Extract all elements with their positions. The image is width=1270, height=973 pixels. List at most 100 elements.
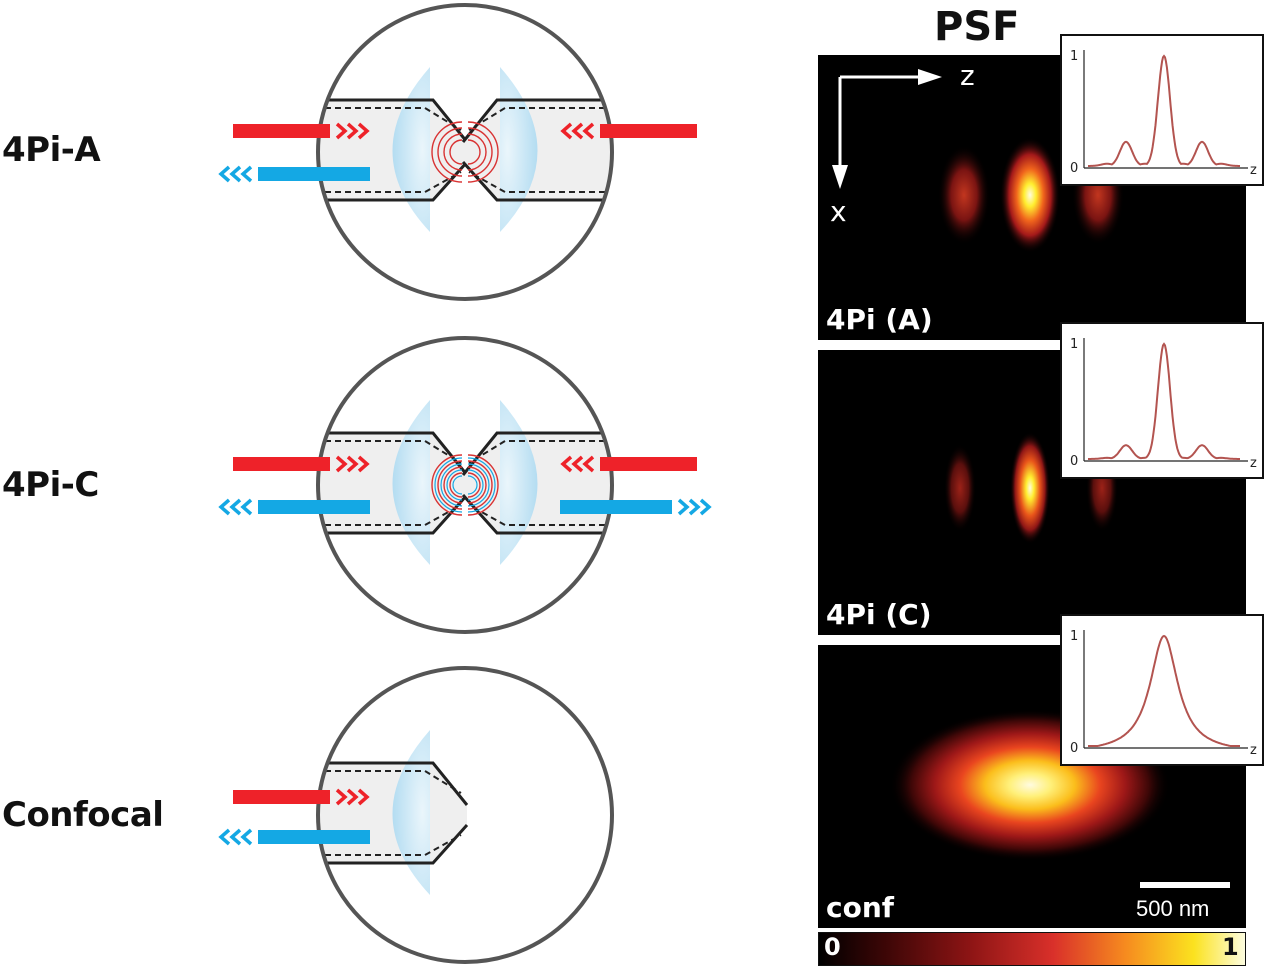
detection-beam (258, 830, 370, 844)
detection-arc (467, 457, 496, 513)
inset-axis-z: z (1250, 163, 1257, 178)
detection-beam-right-head (688, 498, 701, 516)
panel-label-4pi-c: 4Pi (C) (826, 598, 932, 631)
sample-circle (316, 3, 614, 301)
illumination-beam (233, 790, 330, 804)
detection-arc (467, 463, 490, 507)
detection-beam-right-head (699, 498, 712, 516)
detection-beam-left-head (240, 165, 253, 183)
illumination-beam-left-head (335, 455, 348, 473)
wavefront-arc (443, 133, 463, 171)
detection-arc (440, 463, 463, 507)
wavefront-arc (467, 139, 481, 165)
wavefront-arc (431, 121, 463, 183)
inset-tick-zero: 0 (1070, 454, 1078, 469)
psf-title: PSF (934, 4, 1020, 50)
detection-beam-left-head (229, 498, 242, 516)
row-label-confocal: Confocal (2, 795, 164, 835)
profile-curve (1088, 634, 1240, 747)
illumination-beam-right (600, 457, 697, 471)
wavefront-arc (467, 466, 487, 504)
inset-tick-zero: 0 (1070, 161, 1078, 176)
detection-arc (434, 457, 463, 513)
detection-beam-left-head (240, 498, 253, 516)
illumination-beam-right-head (560, 455, 573, 473)
scale-bar-label: 500 nm (1136, 896, 1210, 921)
colorbar (818, 932, 1246, 966)
wavefront-arc (467, 472, 481, 498)
detection-beam-head (240, 828, 253, 846)
row-label-4pi-c: 4Pi-C (2, 465, 99, 505)
illumination-beam-left-head (335, 122, 348, 140)
sample-circle (316, 666, 614, 964)
diagram-4pi-a (218, 3, 697, 301)
inset-axis-z: z (1250, 456, 1257, 471)
objective-outline (318, 98, 469, 143)
profile-inset-4pi-c: 1 0 z (1060, 322, 1264, 479)
lens-left (392, 730, 430, 895)
illumination-beam-left (233, 457, 330, 471)
axis-label-x: x (830, 195, 847, 228)
wavefront-arc (443, 466, 463, 504)
inset-tick-zero: 0 (1070, 741, 1078, 756)
illumination-beam-right-head (571, 122, 584, 140)
objective-outline (318, 761, 469, 806)
wavefront-arc (467, 460, 493, 510)
wavefront-arc (467, 121, 499, 183)
objective-right (461, 67, 612, 232)
profile-curve (1088, 342, 1240, 460)
row-label-4pi-a: 4Pi-A (2, 130, 101, 170)
wavefront-arc (467, 127, 493, 177)
detection-beam-left-head (218, 165, 231, 183)
wavefront-arc (431, 454, 463, 516)
panel-divider (818, 340, 1246, 350)
illumination-beam-right-head (560, 122, 573, 140)
illumination-beam-right-head (571, 455, 584, 473)
illumination-beam-left-head (346, 122, 359, 140)
psf-panel-4pi-c: 4Pi (C) (818, 350, 1246, 635)
beam-outline (468, 171, 612, 193)
schematics-diagram (218, 3, 712, 964)
beam-outline (318, 107, 462, 131)
objective-outline (461, 431, 612, 476)
objective-left (318, 730, 469, 895)
inset-tick-one: 1 (1070, 629, 1078, 644)
beam-outline (318, 171, 462, 193)
scale-bar (1140, 882, 1230, 888)
lens-right (500, 400, 538, 565)
detection-beam-right (560, 500, 672, 514)
beam-outline (318, 770, 462, 794)
detection-arc (446, 469, 463, 501)
profile-curve (1088, 54, 1240, 167)
beam-outline (468, 107, 612, 131)
beam-outline (318, 504, 462, 526)
beam-outline (468, 440, 612, 464)
detection-beam-right-head (677, 498, 690, 516)
objective-outline (461, 98, 612, 143)
wavefront-arc (437, 460, 463, 510)
inset-tick-one: 1 (1070, 337, 1078, 352)
psf-image-4pi-a (832, 69, 1124, 253)
detection-beam-head (229, 828, 242, 846)
profile-inset-confocal: 1 0 z (1060, 614, 1264, 766)
illumination-beam-head (346, 788, 359, 806)
detection-arc (467, 469, 484, 501)
illumination-beam-head (335, 788, 348, 806)
illumination-beam-left-head (357, 122, 370, 140)
detection-beam-left (258, 167, 370, 181)
illumination-beam-left-head (346, 455, 359, 473)
wavefront-arc (467, 133, 487, 171)
sample-circle (316, 336, 614, 634)
illumination-beam-left-head (357, 455, 370, 473)
colorbar-max-label: 1 (1222, 933, 1239, 961)
lens-left (392, 400, 430, 565)
illumination-beam-right-head (582, 122, 595, 140)
wavefront-arc (449, 472, 463, 498)
colorbar-min-label: 0 (824, 933, 841, 961)
panel-label-confocal: conf (826, 891, 894, 924)
lens-right (500, 67, 538, 232)
illumination-beam-right-head (582, 455, 595, 473)
axis-label-z: z (960, 59, 975, 92)
inset-axis-z: z (1250, 743, 1257, 758)
